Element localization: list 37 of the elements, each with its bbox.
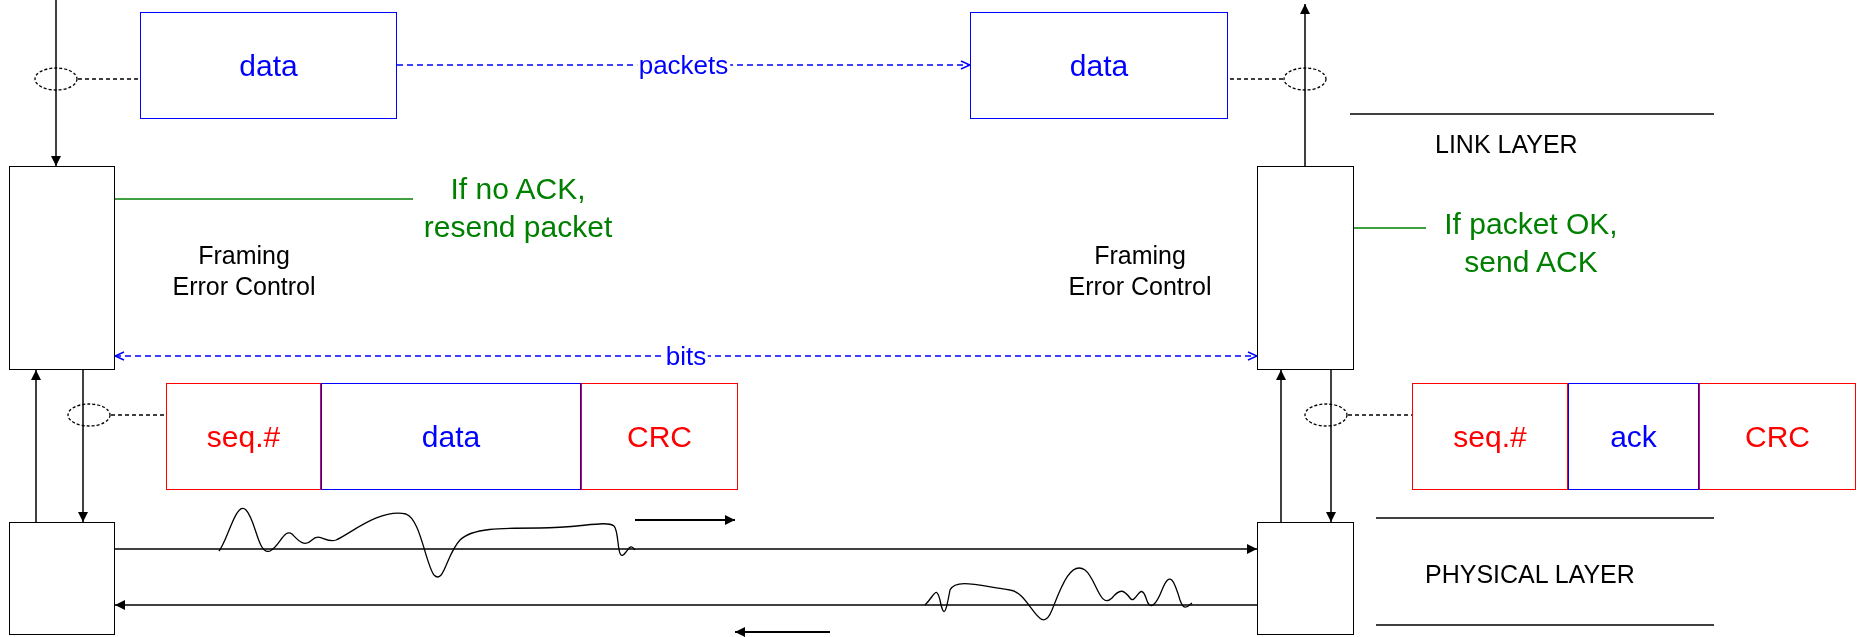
annotation-text: If no ACK, resend packet <box>413 160 623 255</box>
annotation-text: If packet OK, send ACK <box>1426 195 1636 290</box>
arrow <box>114 600 1258 610</box>
caption-text: Framing Error Control <box>171 240 317 303</box>
layer-label: PHYSICAL LAYER <box>1425 560 1635 589</box>
leader-line <box>114 198 414 200</box>
dashed-ellipse <box>1283 67 1327 91</box>
leader-line <box>77 78 141 80</box>
arrow <box>1326 369 1336 523</box>
link-layer-box <box>1257 166 1354 370</box>
arrow <box>78 369 88 523</box>
caption-text: Framing Error Control <box>1067 240 1213 303</box>
leader-line <box>1347 414 1413 416</box>
layer-label: LINK LAYER <box>1435 130 1578 159</box>
arrow <box>114 544 1258 554</box>
frame-field: CRC <box>1699 383 1856 490</box>
physical-layer-box <box>9 522 115 635</box>
frame-field: ack <box>1568 383 1699 490</box>
packet-box: data <box>970 12 1228 119</box>
physical-layer-box <box>1257 522 1354 635</box>
arrow <box>31 369 41 523</box>
link-layer-box <box>9 166 115 370</box>
dashed-ellipse <box>67 403 111 427</box>
frame-field: seq.# <box>166 383 321 490</box>
arrow <box>114 351 1258 361</box>
arrow <box>1300 3 1310 167</box>
frame-field: seq.# <box>1412 383 1568 490</box>
frame-field: CRC <box>581 383 738 490</box>
leader-line <box>1227 78 1284 80</box>
frame-field: data <box>321 383 581 490</box>
leader-line <box>110 414 167 416</box>
dashed-ellipse <box>34 67 78 91</box>
leader-line <box>1353 227 1427 229</box>
packet-box: data <box>140 12 397 119</box>
arrow <box>1276 369 1286 523</box>
dashed-ellipse <box>1304 403 1348 427</box>
arrow <box>51 0 61 167</box>
